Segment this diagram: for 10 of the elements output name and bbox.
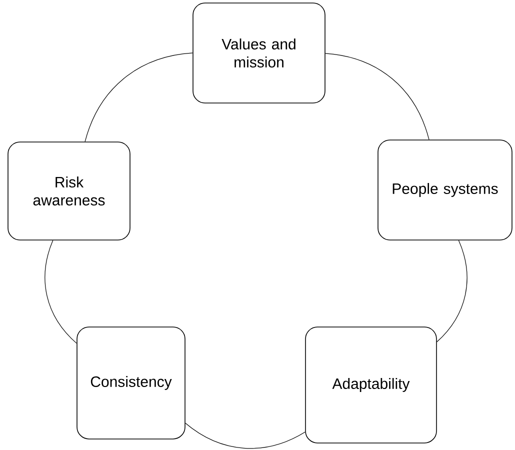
process-box: Adaptability xyxy=(305,326,437,444)
circle-arc xyxy=(44,240,77,344)
circle-arc xyxy=(436,240,468,342)
circle-arc xyxy=(84,52,193,142)
circle-arc xyxy=(185,422,306,449)
circle-arc xyxy=(325,53,430,140)
process-box: Consistency xyxy=(76,326,186,440)
process-box: Risk awareness xyxy=(8,142,130,240)
process-box: Values and mission xyxy=(192,2,326,104)
process-box: People systems xyxy=(378,140,512,240)
